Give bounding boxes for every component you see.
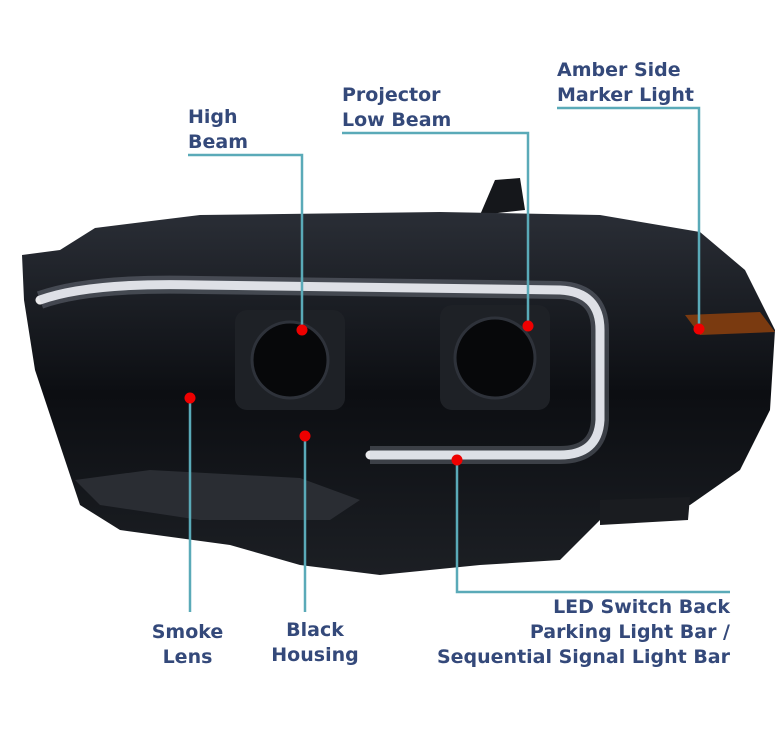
label-smoke-lens: Smoke Lens (140, 620, 235, 670)
label-line: Projector (342, 84, 441, 106)
label-line: Lens (162, 646, 213, 668)
label-line: Marker Light (557, 84, 694, 106)
projector-lenses (235, 305, 550, 410)
label-projector-low-beam: Projector Low Beam (342, 83, 451, 133)
label-line: Black (286, 619, 344, 641)
dot-led-bar (451, 454, 463, 466)
label-black-housing: Black Housing (265, 618, 365, 668)
label-line: Parking Light Bar / (529, 621, 730, 643)
label-led-bar: LED Switch Back Parking Light Bar / Sequ… (437, 595, 730, 670)
dot-low-beam (522, 320, 534, 332)
label-amber-side-marker: Amber Side Marker Light (557, 58, 694, 108)
headlight-housing (22, 178, 775, 575)
label-line: Housing (271, 644, 359, 666)
led-light-bar (35, 275, 609, 464)
amber-marker (685, 312, 775, 335)
label-line: High (188, 106, 238, 128)
callout-dots (184, 320, 705, 466)
dot-high-beam (296, 324, 308, 336)
label-line: Sequential Signal Light Bar (436, 646, 730, 668)
label-high-beam: High Beam (188, 105, 248, 155)
label-line: Smoke (151, 621, 224, 643)
label-line: Amber Side (557, 59, 681, 81)
label-line: LED Switch Back (553, 596, 730, 618)
dot-smoke-lens (184, 392, 196, 404)
leader-lines (188, 106, 730, 612)
dot-black-housing (299, 430, 311, 442)
dot-amber (693, 323, 705, 335)
label-line: Low Beam (342, 109, 452, 131)
label-line: Beam (188, 131, 248, 153)
